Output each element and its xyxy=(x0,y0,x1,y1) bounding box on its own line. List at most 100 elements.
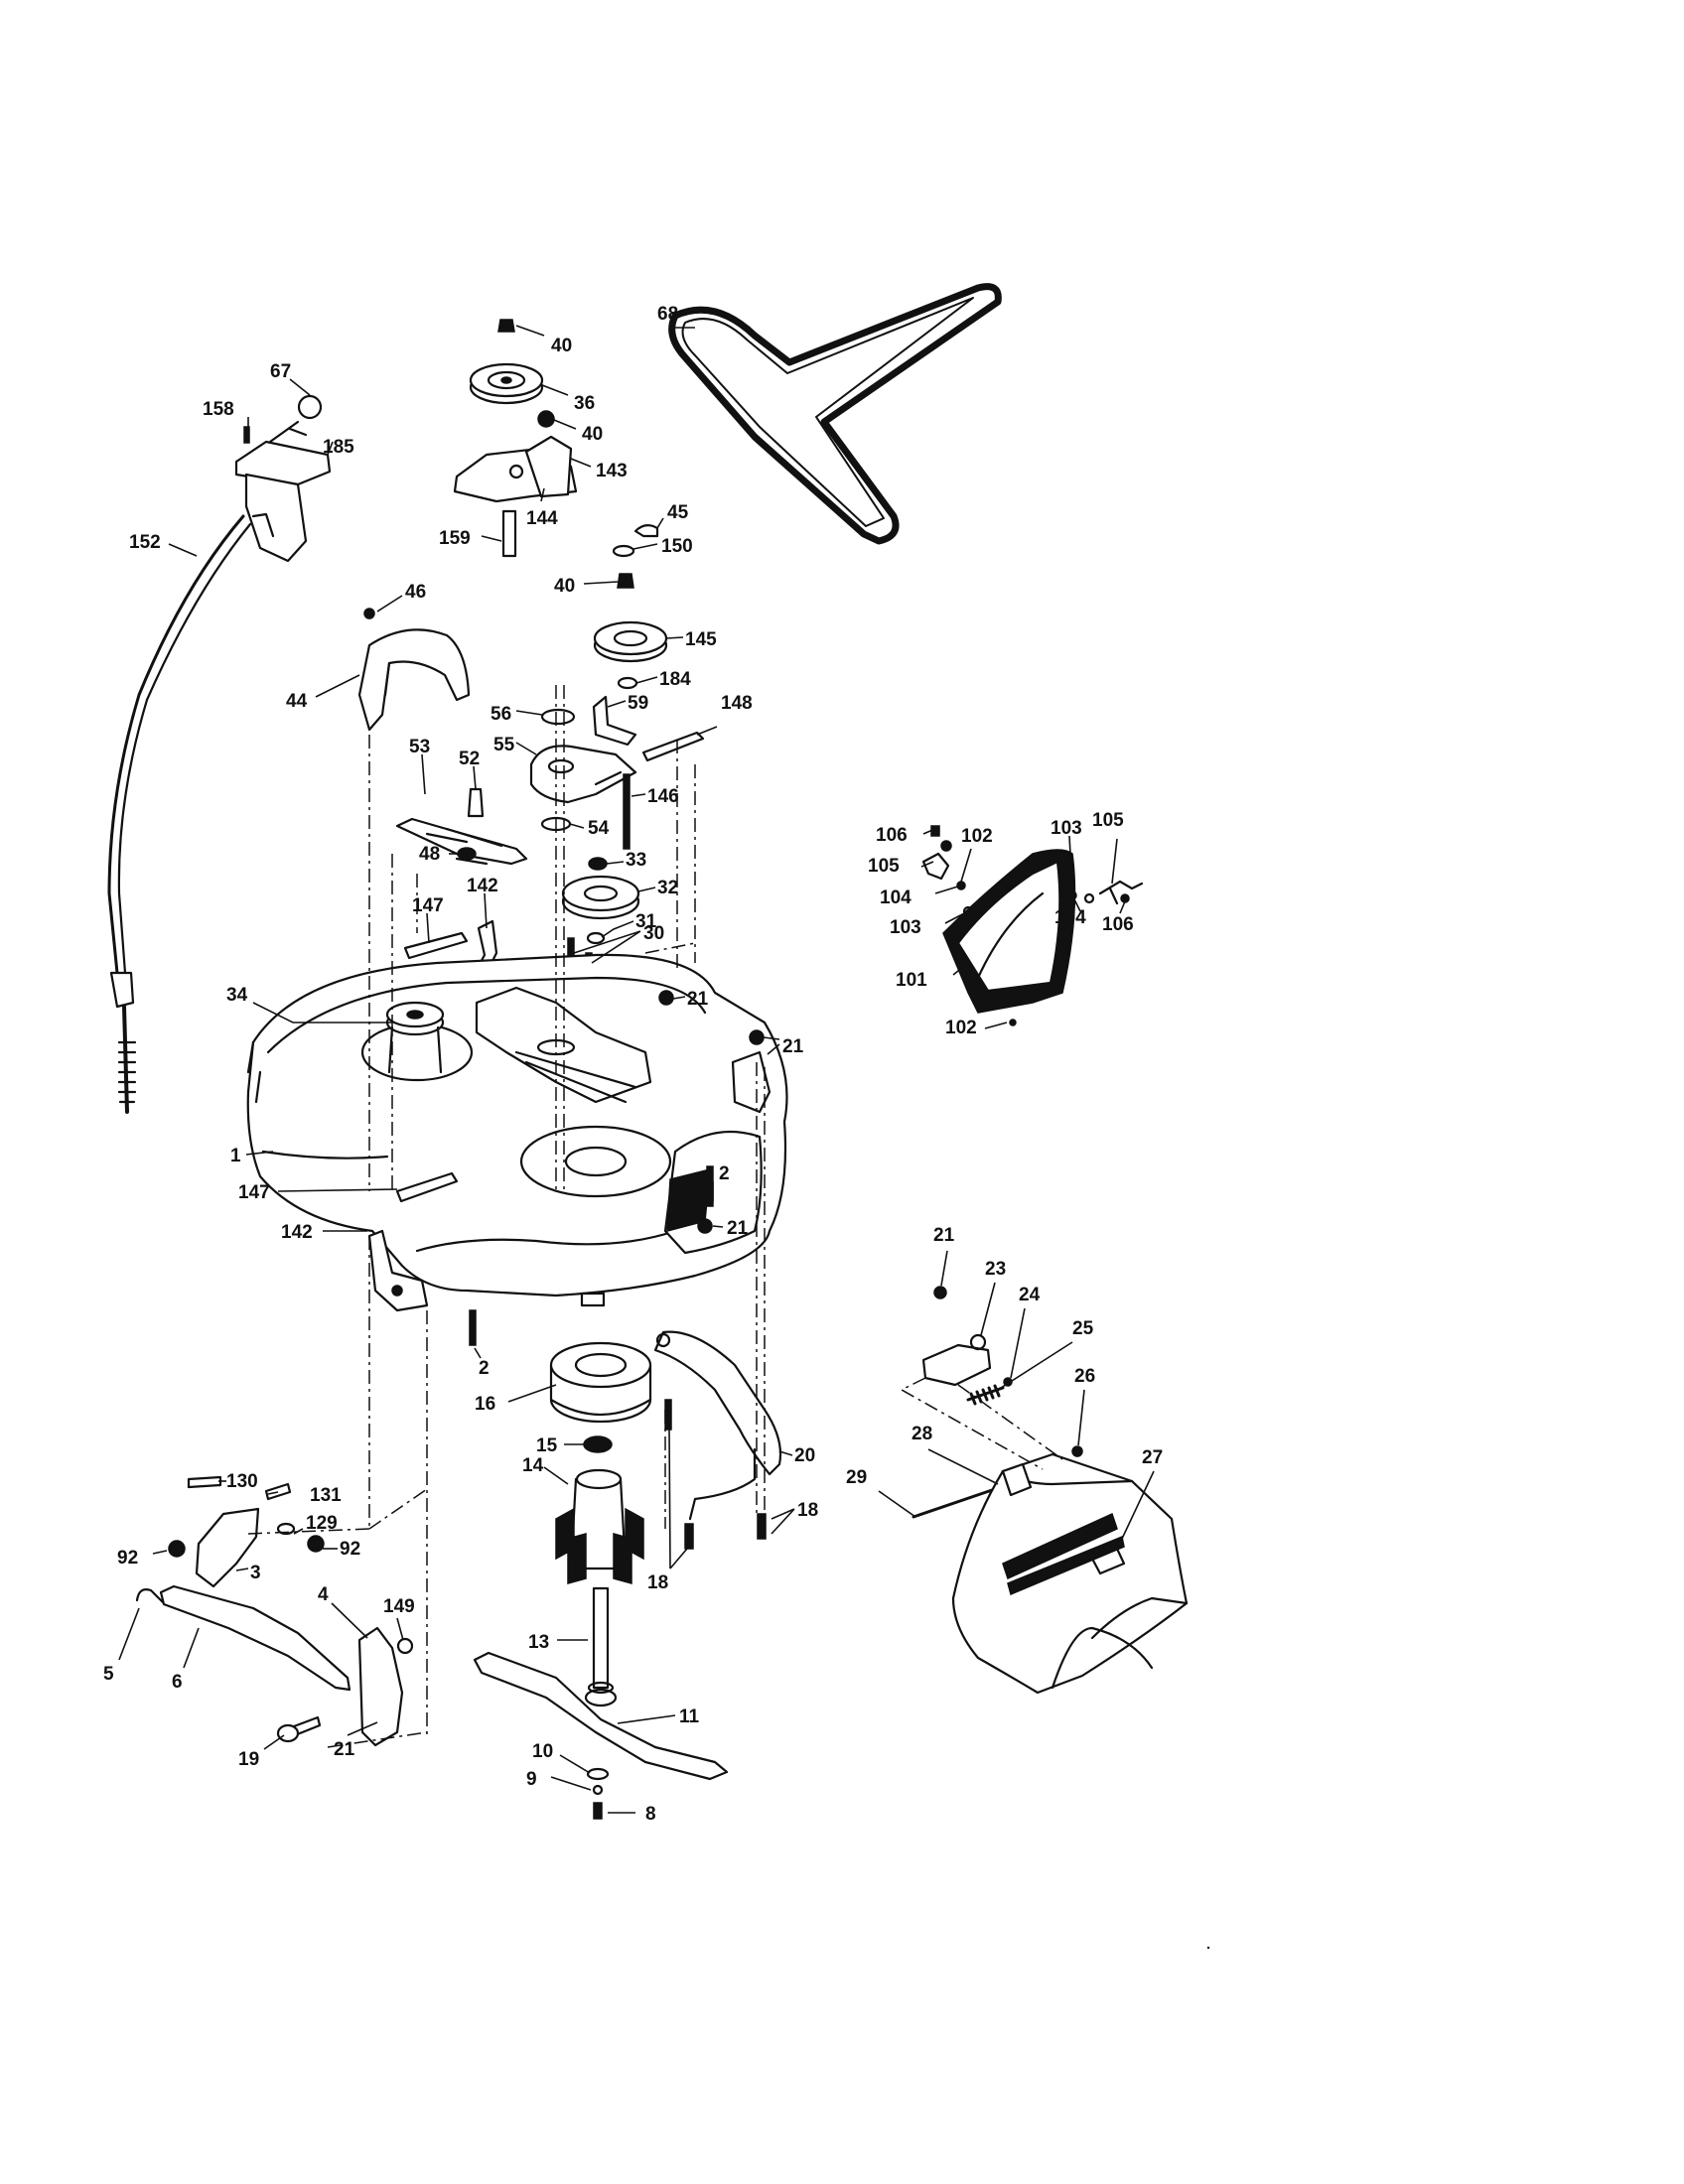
deflector-shield-101 xyxy=(942,849,1076,1014)
hanger-4 xyxy=(357,1626,404,1747)
callout-106: 106 xyxy=(876,825,908,846)
callout-92: 92 xyxy=(117,1548,138,1569)
clip-5 xyxy=(135,1588,166,1605)
washer-19 xyxy=(276,1723,300,1743)
washer-31 xyxy=(586,931,606,945)
callout-150: 150 xyxy=(661,536,693,557)
bolt-159 xyxy=(501,509,517,558)
bolt-106-a xyxy=(930,825,940,837)
pulley-145 xyxy=(593,620,668,663)
callout-59: 59 xyxy=(628,693,648,714)
callout-101: 101 xyxy=(896,970,927,991)
callout-147: 147 xyxy=(238,1182,270,1203)
bolt-146 xyxy=(623,773,631,850)
baffle-20 xyxy=(653,1330,782,1521)
washer-129 xyxy=(276,1522,296,1536)
callout-52: 52 xyxy=(459,749,480,769)
spring-25 xyxy=(966,1384,1005,1406)
callout-10: 10 xyxy=(532,1741,553,1762)
callout-145: 145 xyxy=(685,629,717,650)
callout-158: 158 xyxy=(203,399,234,420)
washer-56 xyxy=(540,708,576,726)
chute-27 xyxy=(951,1452,1189,1695)
nut-33 xyxy=(588,857,608,871)
callout-4: 4 xyxy=(318,1584,329,1605)
callout-48: 48 xyxy=(419,844,440,865)
callout-1: 1 xyxy=(230,1146,241,1166)
spindle-housing-16 xyxy=(549,1341,652,1424)
scan-speck xyxy=(1206,1946,1210,1950)
knob xyxy=(297,394,323,420)
washer-150 xyxy=(612,544,635,558)
pulley-32 xyxy=(561,875,640,920)
callout-131: 131 xyxy=(310,1485,342,1506)
callout-40: 40 xyxy=(582,424,603,445)
callout-26: 26 xyxy=(1074,1366,1095,1387)
callout-18: 18 xyxy=(647,1572,668,1593)
rod-29 xyxy=(912,1487,997,1519)
callout-55: 55 xyxy=(493,735,515,755)
washer-103-b xyxy=(1083,892,1095,904)
callout-21: 21 xyxy=(687,989,709,1010)
callout-103: 103 xyxy=(1051,818,1082,839)
callout-31: 31 xyxy=(635,911,657,932)
callout-40: 40 xyxy=(551,336,572,356)
screw-46 xyxy=(363,608,375,619)
callout-13: 13 xyxy=(528,1632,549,1653)
bolt-131 xyxy=(264,1482,292,1501)
nut-21-d xyxy=(933,1286,947,1299)
rod-147-top xyxy=(403,931,469,960)
leader-lines xyxy=(118,325,1155,1814)
nut-21-a xyxy=(658,990,674,1006)
callout-21: 21 xyxy=(782,1036,804,1057)
nut-92-b xyxy=(307,1535,325,1553)
rod-147-low xyxy=(395,1171,459,1203)
bolt-8 xyxy=(593,1802,603,1820)
bracket-105-b xyxy=(1098,880,1144,905)
bolt-2-b xyxy=(469,1309,477,1346)
bracket-59 xyxy=(592,695,637,747)
bearing-15 xyxy=(583,1435,613,1453)
callout-44: 44 xyxy=(286,691,308,712)
callout-5: 5 xyxy=(103,1664,114,1685)
callout-67: 67 xyxy=(270,361,291,382)
callout-11: 11 xyxy=(679,1706,700,1727)
callout-18: 18 xyxy=(797,1500,818,1521)
bolt-106-b xyxy=(1120,893,1130,903)
callout-185: 185 xyxy=(323,437,354,458)
callout-143: 143 xyxy=(596,461,628,481)
bolt-2-a xyxy=(706,1165,714,1207)
idler-arm-55 xyxy=(529,745,637,804)
callout-68: 68 xyxy=(657,304,678,325)
callout-46: 46 xyxy=(405,582,426,603)
bolt-18-a xyxy=(757,1513,767,1540)
callout-2: 2 xyxy=(719,1163,730,1184)
callout-142: 142 xyxy=(281,1222,313,1243)
nut-48 xyxy=(457,847,477,861)
assembly-lines xyxy=(247,685,1063,1748)
callout-105: 105 xyxy=(868,856,900,877)
bracket-105-a xyxy=(921,852,950,881)
bracket-3 xyxy=(195,1507,260,1588)
bolt-18-c xyxy=(664,1399,672,1431)
callout-19: 19 xyxy=(238,1749,259,1770)
callout-105: 105 xyxy=(1092,810,1124,831)
control-cable xyxy=(107,514,252,1114)
callout-14: 14 xyxy=(522,1455,544,1476)
callout-102: 102 xyxy=(961,826,993,847)
callout-152: 152 xyxy=(129,532,161,553)
callout-129: 129 xyxy=(306,1513,338,1534)
callout-6: 6 xyxy=(172,1672,183,1693)
nut-40-top xyxy=(497,319,515,333)
callout-8: 8 xyxy=(645,1804,656,1825)
callout-9: 9 xyxy=(526,1769,537,1790)
belt-guard-44 xyxy=(357,628,471,732)
callout-21: 21 xyxy=(727,1218,749,1239)
callout-53: 53 xyxy=(409,737,430,757)
callout-21: 21 xyxy=(334,1739,355,1760)
callout-25: 25 xyxy=(1072,1318,1094,1339)
nut-40-low xyxy=(617,573,634,589)
nut-92-a xyxy=(168,1540,186,1558)
callout-142: 142 xyxy=(467,876,498,896)
drive-belt xyxy=(668,283,1002,545)
